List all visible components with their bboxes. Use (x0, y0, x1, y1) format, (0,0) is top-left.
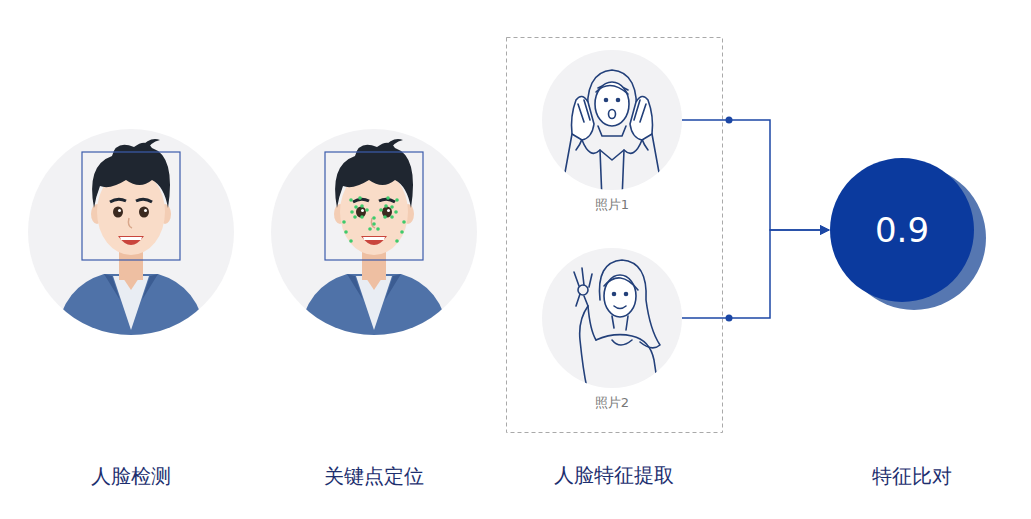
keypoint-dots (342, 196, 406, 243)
detection-box (325, 152, 423, 260)
merge-connector (682, 230, 829, 318)
stage-label: 特征比对 (872, 463, 952, 490)
stage-label: 人脸特征提取 (554, 462, 674, 489)
photo-caption: 照片2 (595, 394, 629, 412)
face-illustration (28, 129, 234, 340)
junction-dot (726, 117, 733, 124)
photo-illustration (574, 260, 660, 400)
face-illustration (271, 129, 477, 340)
photo-background (542, 50, 682, 190)
photo-caption: 照片1 (595, 196, 629, 214)
score-disc (830, 158, 974, 302)
photo-circle: 照片1 (542, 50, 682, 190)
merge-connector (682, 120, 829, 230)
photo-circle: 照片2 (542, 248, 682, 388)
score-value: 0.9 (830, 213, 974, 247)
junction-dot (726, 315, 733, 322)
photo-illustration (560, 70, 664, 200)
detection-box (82, 152, 180, 260)
stage-label: 关键点定位 (324, 463, 424, 490)
score-circle: 0.9 (830, 158, 974, 302)
photo-background (542, 248, 682, 388)
stage-label: 人脸检测 (91, 463, 171, 490)
feature-group: 人脸特征提取照片1照片2 (506, 37, 722, 432)
dashed-frame (507, 38, 723, 433)
